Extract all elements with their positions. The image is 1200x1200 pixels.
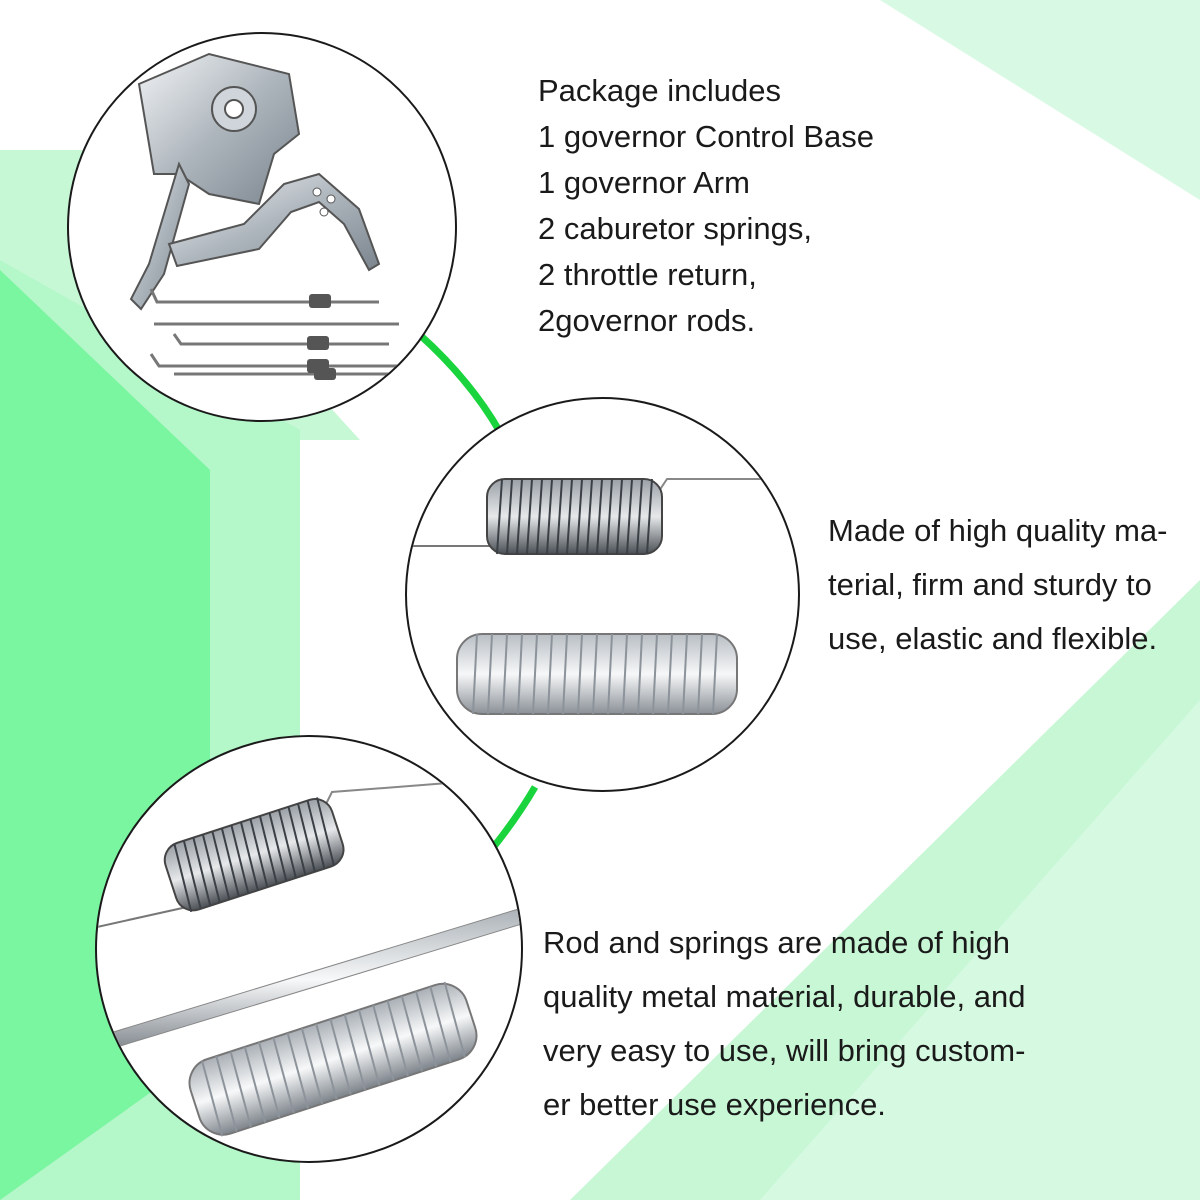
rod-line: Rod and springs are made of high [543,925,1011,960]
spring-closeup-circle [405,397,800,792]
connector-arc-upper [417,332,504,434]
package-item: 1 governor Control Base [538,119,875,154]
quality-line: use, elastic and flexible. [828,621,1158,656]
rod-springs-illustration [97,776,521,1137]
rod-springs-circle [95,735,523,1163]
rods-and-springs [149,288,409,376]
package-item: 2 caburetor springs, [538,211,812,246]
rod-line: very easy to use, will bring custom- [543,1033,1026,1068]
package-item: 2governor rods. [538,303,756,338]
metal-rod [97,907,521,1054]
spring-closeup-illustration [407,478,798,715]
dark-spring-angled [163,798,345,912]
governor-control-base [137,52,301,206]
package-item: 1 governor Arm [538,165,750,200]
quality-line: terial, firm and sturdy to [828,567,1152,602]
rod-line: er better use experience. [543,1087,886,1122]
quality-description: Made of high quality ma- terial, firm an… [828,504,1167,666]
package-heading: Package includes [538,73,781,108]
rod-line: quality metal material, durable, and [543,979,1026,1014]
parts-illustration [129,52,409,380]
dark-spring [486,478,663,555]
quality-line: Made of high quality ma- [828,513,1168,548]
parts-photo-circle [67,32,457,422]
bg-pale-top-right [880,0,1200,200]
package-contents-text: Package includes 1 governor Control Base… [538,68,874,344]
light-spring-angled [188,982,478,1136]
governor-arm [167,172,381,272]
rod-springs-description: Rod and springs are made of high quality… [543,916,1025,1132]
package-item: 2 throttle return, [538,257,757,292]
bg-bottom-right-pale [760,700,1200,1200]
